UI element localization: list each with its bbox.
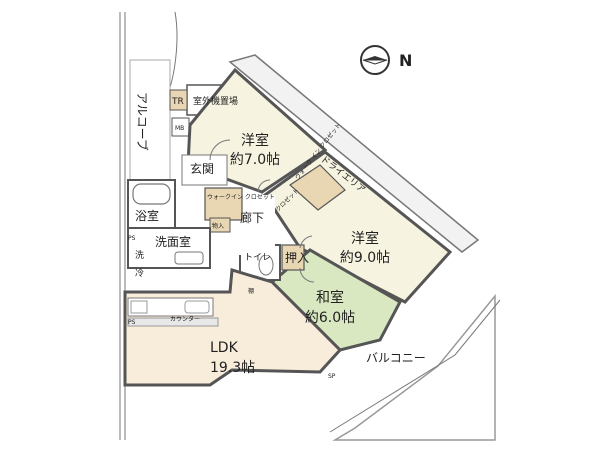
door-swing-1: [209, 139, 231, 161]
door-swing-3: [299, 235, 313, 249]
western2-name: 洋室: [351, 230, 379, 247]
stove: [130, 300, 148, 314]
compass: N: [360, 45, 412, 75]
door-swing-4: [299, 267, 315, 283]
western2-size: 約9.0帖: [340, 250, 390, 266]
tr-mark: TR: [171, 97, 184, 107]
fridge-mark: 冷: [135, 267, 144, 279]
hallway-label: 廊下: [240, 210, 264, 225]
counter-top: [127, 317, 219, 327]
oshiire-closet: [281, 244, 305, 271]
balcony-outline: [332, 293, 496, 441]
walkin-closet-1: [204, 187, 243, 221]
bathtub: [132, 183, 171, 205]
balcony-label: バルコニー: [366, 351, 426, 365]
mb-mark: MB: [175, 125, 184, 132]
walkin-closet-label: ウォークイン クロゼット: [207, 193, 275, 201]
entrance-label: 玄関: [190, 161, 214, 176]
balcony-rail: [329, 299, 501, 433]
storage-label: 物入: [212, 222, 224, 230]
compass-label: N: [399, 51, 412, 70]
sp-mark: SP: [328, 373, 336, 380]
storage-closet: [209, 217, 231, 233]
bath-label: 浴室: [135, 208, 159, 223]
kitchen-sink: [184, 300, 210, 314]
tana-mark: 棚: [248, 287, 254, 295]
wash-basin: [174, 251, 204, 265]
japanese-size: 約6.0帖: [305, 310, 355, 326]
alcove-label: アルコーブ: [135, 92, 150, 151]
ldk-name: LDK: [210, 340, 239, 356]
ldk-size: 19.3帖: [210, 360, 255, 376]
washroom-label: 洗面室: [155, 234, 191, 249]
entrance-area: [181, 154, 228, 186]
dry-area-band: [228, 54, 480, 253]
door-swing-2: [257, 179, 271, 193]
ps-mark-2: PS: [128, 319, 136, 326]
western1-size: 約7.0帖: [230, 152, 280, 168]
japanese-name: 和室: [316, 289, 344, 306]
toilet-label: トイレ: [244, 253, 271, 263]
alcove-area: [129, 59, 171, 181]
counter-label: カウンター: [170, 315, 200, 323]
oshiire-label: 押入: [285, 251, 309, 265]
wash-mark: 洗: [135, 249, 144, 261]
closet-2: [289, 164, 346, 211]
outdoor-unit-label: 室外機置場: [193, 95, 238, 107]
tr-box: [169, 89, 188, 111]
western1-name: 洋室: [241, 132, 269, 149]
ps-mark: PS: [128, 235, 136, 242]
